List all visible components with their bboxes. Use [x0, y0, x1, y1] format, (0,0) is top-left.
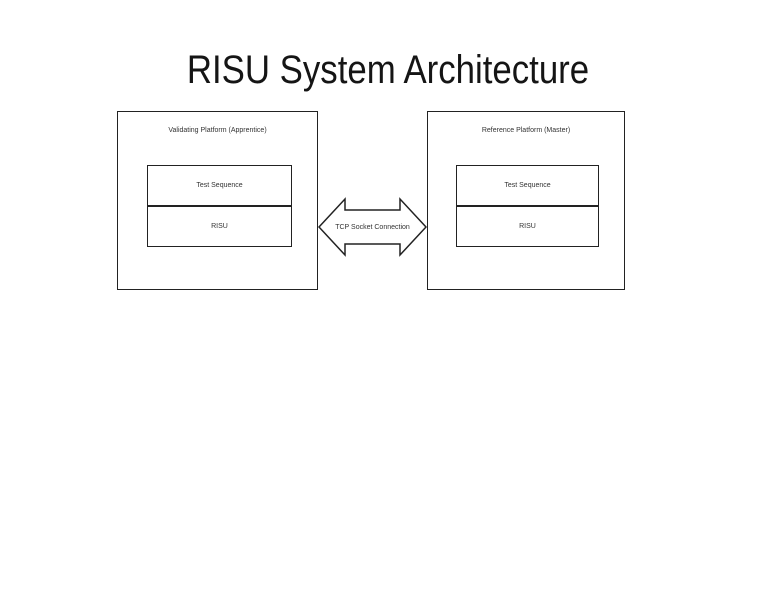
platform-label-reference: Reference Platform (Master)	[481, 127, 571, 134]
bidirectional-arrow-icon	[318, 197, 427, 257]
page-title: RISU System Architecture	[186, 48, 590, 92]
component-label-test-sequence-left: Test Sequence	[196, 182, 243, 189]
tcp-connection: TCP Socket Connection	[318, 197, 427, 257]
component-label-test-sequence-right: Test Sequence	[504, 182, 551, 189]
platform-label-validating: Validating Platform (Apprentice)	[168, 127, 267, 134]
component-label-risu-left: RISU	[211, 223, 228, 230]
component-box-test-sequence-right: Test Sequence	[456, 165, 599, 206]
component-box-test-sequence-left: Test Sequence	[147, 165, 292, 206]
component-box-risu-right: RISU	[456, 206, 599, 247]
connection-label: TCP Socket Connection	[335, 223, 410, 231]
component-label-risu-right: RISU	[519, 223, 536, 230]
component-box-risu-left: RISU	[147, 206, 292, 247]
